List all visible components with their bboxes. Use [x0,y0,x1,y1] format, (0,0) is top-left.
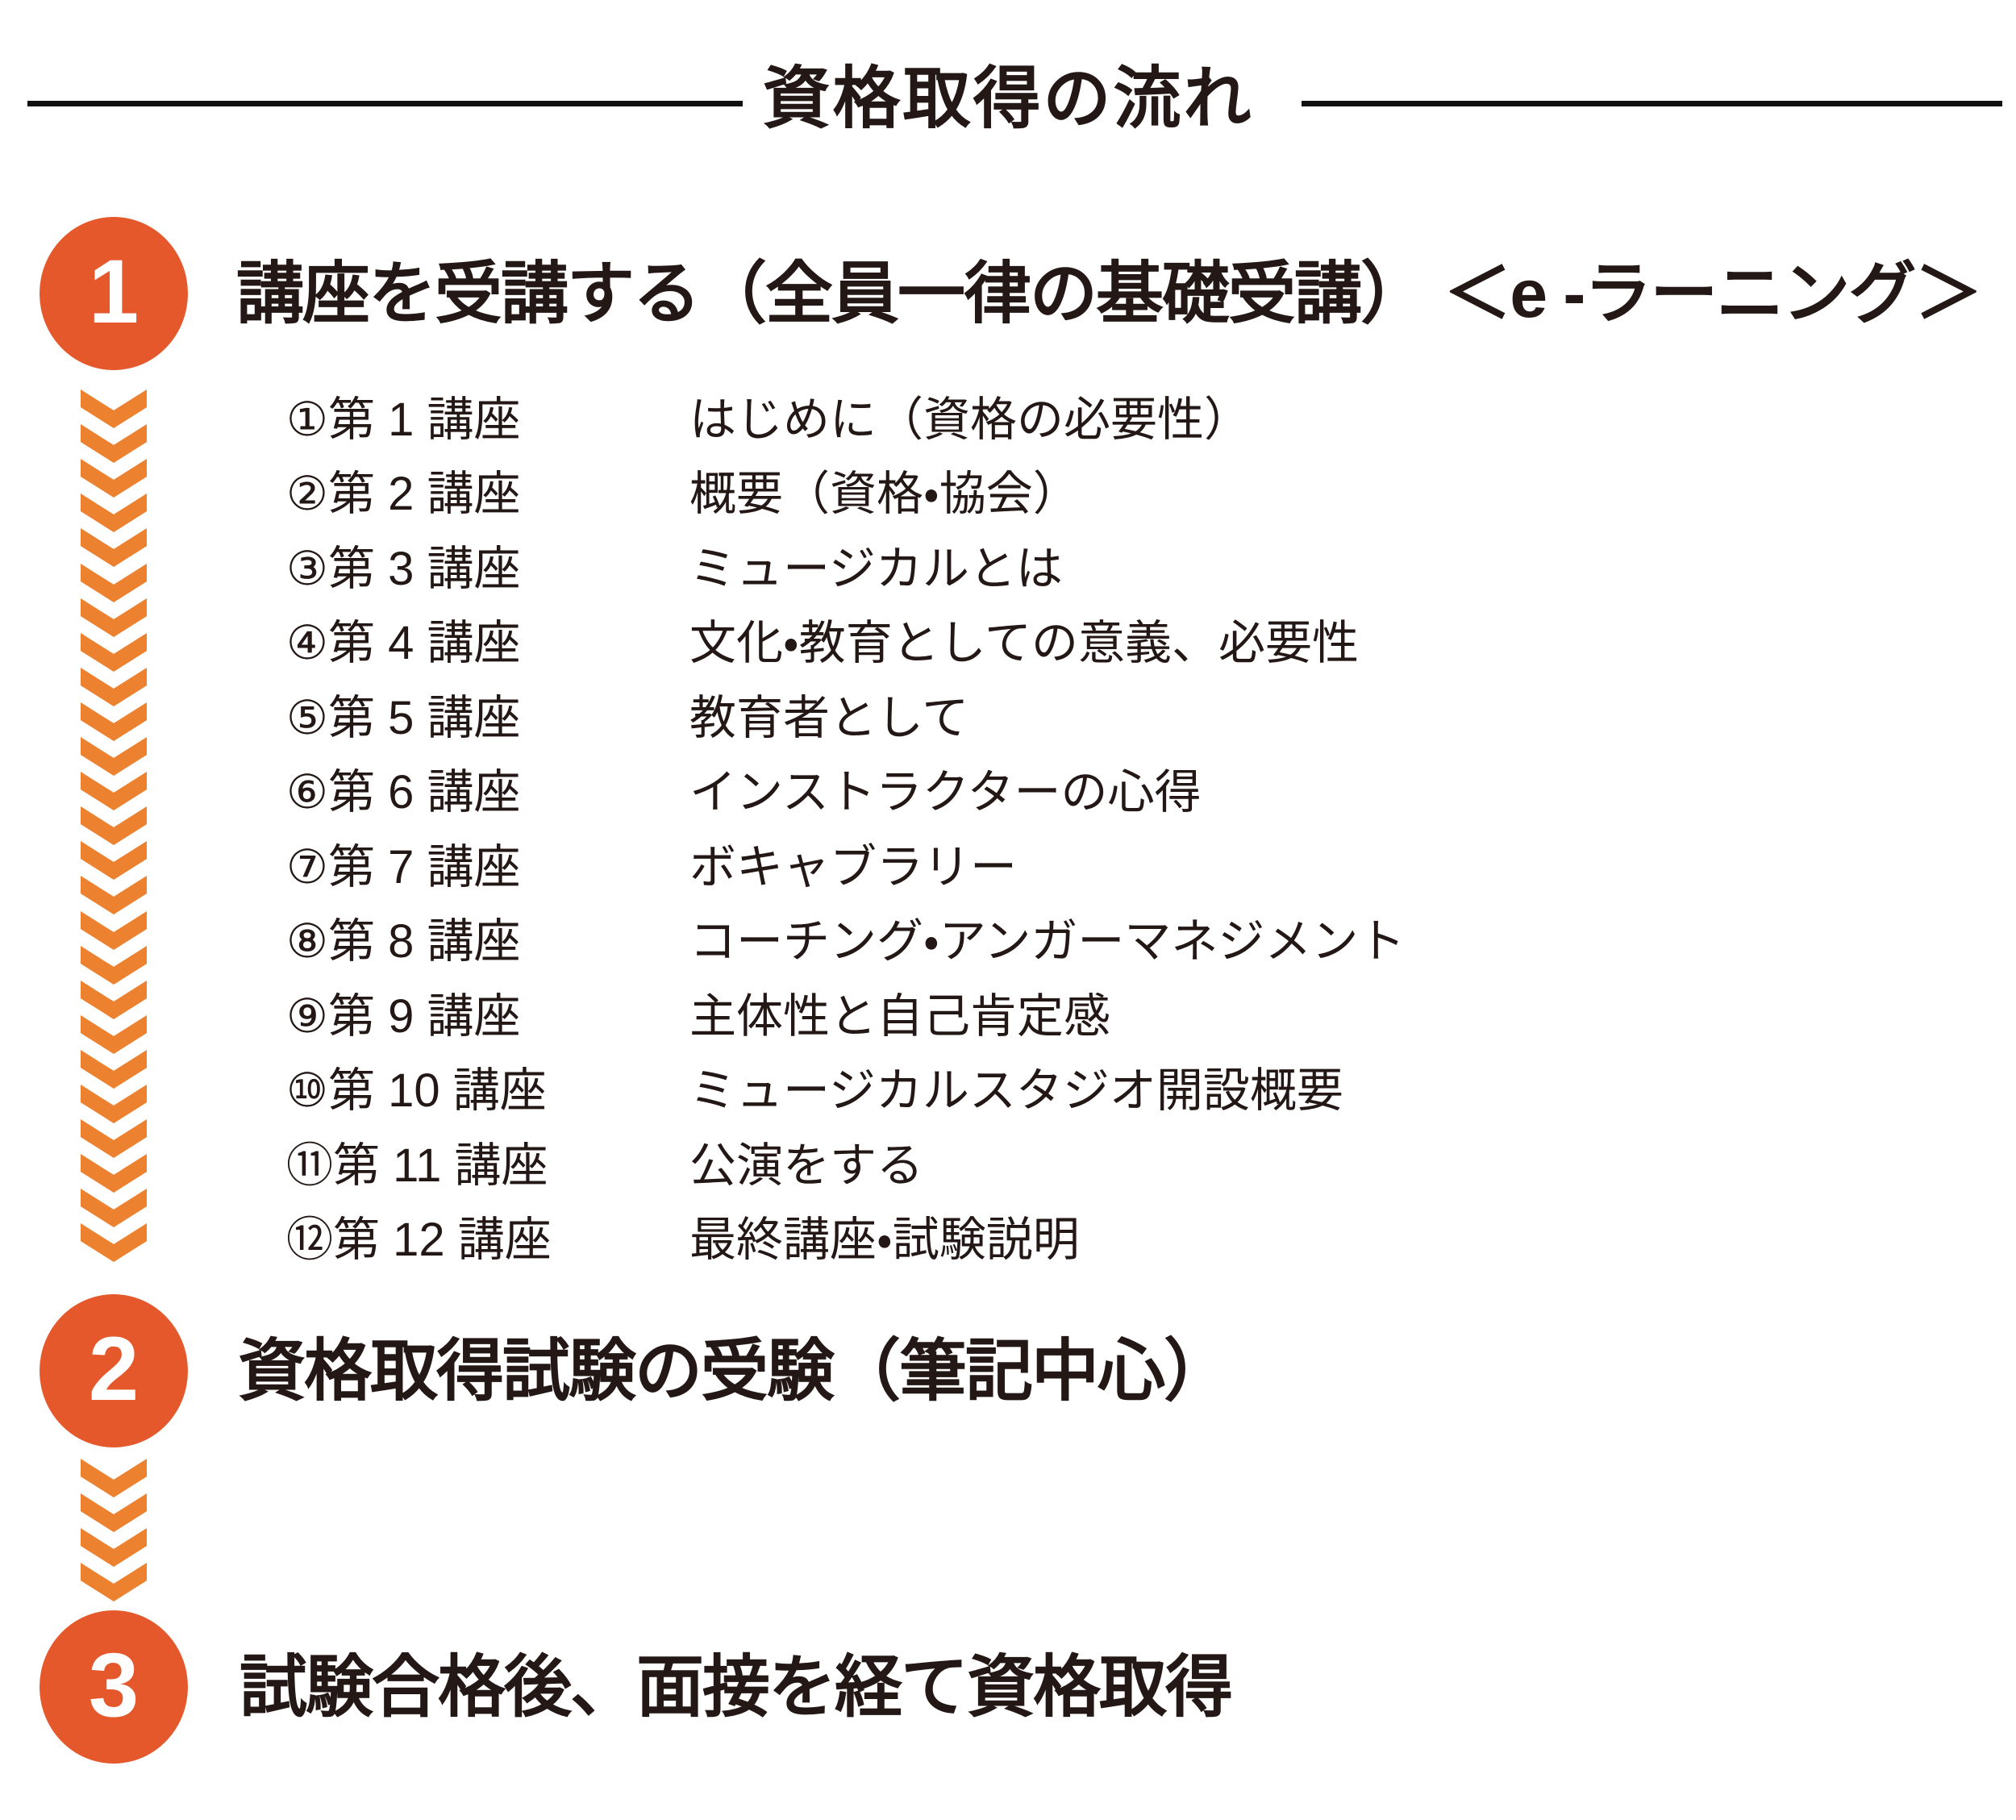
step-3-circle: 3 [40,1610,188,1764]
chevron-down-icon [81,1493,147,1532]
chevron-down-icon [81,806,147,845]
chevron-down-icon [81,737,147,776]
chevron-down-icon [81,494,147,532]
step-2-circle: 2 [40,1294,188,1447]
course-title: 最終講座・試験説明 [689,1214,1080,1266]
course-row-2: ②第 2 講座 概要（資格・協会） [286,452,1984,527]
chevron-down-icon [81,911,147,950]
step-1-circle: 1 [40,217,188,370]
course-title: ミュージカルとは [689,543,1063,595]
course-label: ⑨第 9 講座 [286,990,521,1043]
chevron-down-icon [81,841,147,880]
course-row-7: ⑦第 7 講座 ボキャブラリー [286,826,1984,900]
chevron-down-icon [81,1528,147,1567]
course-row-3: ③第 3 講座 ミュージカルとは [286,527,1984,602]
chevron-down-icon [81,1015,147,1054]
step-1-number: 1 [88,241,140,342]
course-row-9: ⑨第 9 講座 主体性と自己肯定感 [286,975,1984,1049]
course-row-1: ①第 1 講座 はじめに（資格の必要性） [286,378,1984,452]
course-title: インストラクターの心得 [689,766,1202,818]
chevron-down-icon [81,1154,147,1193]
course-label: ⑥第 6 講座 [286,766,521,818]
course-label: ⑫第 12 講座 [286,1214,552,1266]
page-title: 資格取得の流れ [762,60,1254,136]
course-title: はじめに（資格の必要性） [689,394,1252,446]
step-3-number: 3 [88,1635,140,1735]
course-label: ⑪第 11 講座 [286,1139,548,1192]
step-1-heading: 講座を受講する（全員一律の基礎受講） ＜e -ラーニング＞ [236,256,1982,331]
chevron-down-icon [81,1223,147,1262]
course-title: 教育者として [689,692,969,744]
chevron-down-icon [81,1050,147,1089]
course-row-5: ⑤第 5 講座 教育者として [286,677,1984,751]
chevron-down-icon [81,598,147,637]
course-label: ①第 1 講座 [286,394,521,446]
course-title: ミュージカルスタジオ開設概要 [689,1064,1343,1117]
course-row-6: ⑥第 6 講座 インストラクターの心得 [286,751,1984,825]
course-label: ②第 2 講座 [286,468,521,520]
chevron-down-icon [81,1085,147,1123]
course-label: ⑩第 10 講座 [286,1064,547,1117]
chevron-down-icon [81,1119,147,1158]
course-row-8: ⑧第 8 講座 コーチング・アンガーマネジメント [286,900,1984,974]
course-title: 文化・教育としての意義、必要性 [689,617,1359,669]
chevron-down-icon [81,564,147,602]
chevron-down-icon [81,1189,147,1227]
chevron-down-icon [81,981,147,1019]
course-title: 公演をする [689,1139,924,1192]
step-2-heading: 資格取得試験の受験（筆記中心） [238,1333,1231,1409]
course-label: ⑧第 8 講座 [286,915,521,968]
course-label: ⑤第 5 講座 [286,692,521,744]
course-label: ④第 4 講座 [286,617,521,669]
course-title: ボキャブラリー [689,841,1018,893]
chevron-down-icon [81,702,147,741]
chevron-down-icon [81,424,147,463]
chevron-down-icon [81,772,147,810]
title-rule-right [1302,101,2002,106]
course-title: コーチング・アンガーマネジメント [689,915,1406,968]
course-label: ③第 3 講座 [286,543,521,595]
course-row-4: ④第 4 講座 文化・教育としての意義、必要性 [286,602,1984,676]
course-row-10: ⑩第 10 講座 ミュージカルスタジオ開設概要 [286,1049,1984,1123]
chevron-down-icon [81,389,147,428]
step-3-heading: 試験合格後、面接を経て資格取得 [240,1649,1233,1725]
chevron-down-icon [81,633,147,672]
step-2-number: 2 [88,1318,140,1419]
course-row-11: ⑪第 11 講座 公演をする [286,1124,1984,1198]
chevron-down-icon [81,1459,147,1497]
course-title: 主体性と自己肯定感 [689,990,1111,1043]
chevron-down-icon [81,668,147,706]
course-label: ⑦第 7 講座 [286,841,521,893]
chevron-down-icon [81,946,147,985]
course-title: 概要（資格・協会） [689,468,1080,520]
chevron-down-icon [81,459,147,498]
title-rule-left [27,101,743,106]
course-row-12: ⑫第 12 講座 最終講座・試験説明 [286,1198,1984,1272]
chevron-down-icon [81,1563,147,1601]
chevron-down-icon [81,528,147,567]
chevron-down-icon [81,876,147,914]
